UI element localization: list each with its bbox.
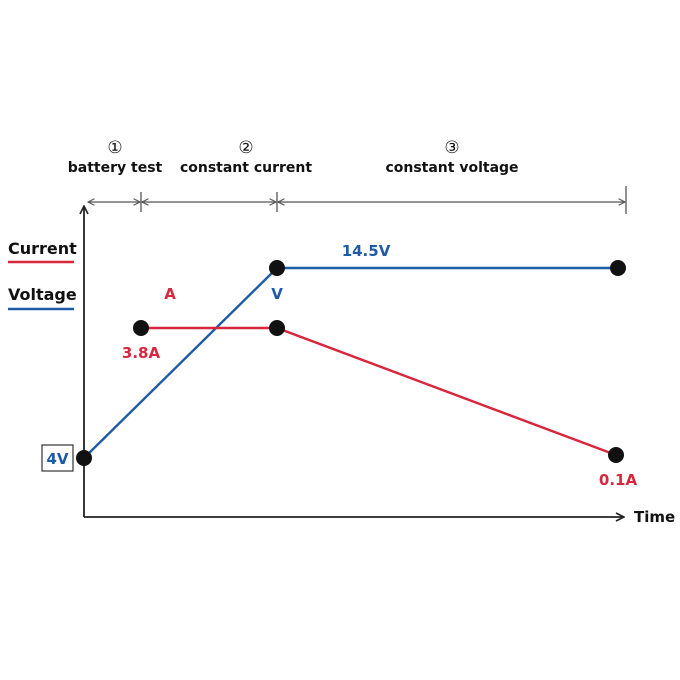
voltage-marker-label: V bbox=[271, 285, 283, 303]
phase-label-battery-test: battery test bbox=[68, 160, 163, 176]
current-start-dot bbox=[133, 320, 149, 336]
voltage-peak-dot bbox=[269, 260, 285, 276]
start-voltage-label: 4V bbox=[46, 450, 68, 468]
voltage-value-label: 14.5V bbox=[342, 242, 391, 260]
phase-number-2: ② bbox=[238, 138, 253, 158]
phase-label-constant-voltage: constant voltage bbox=[385, 160, 518, 176]
phase-spans bbox=[88, 186, 627, 214]
current-value-label: 3.8A bbox=[122, 344, 161, 362]
legend-voltage-label: Voltage bbox=[8, 285, 77, 304]
current-end-dot bbox=[608, 447, 624, 463]
current-curve bbox=[141, 326, 617, 457]
start-voltage-box bbox=[41, 444, 74, 472]
voltage-end-dot bbox=[610, 260, 626, 276]
phase-number-3: ③ bbox=[444, 138, 459, 158]
data-dots bbox=[76, 260, 626, 466]
phase-label-constant-current: constant current bbox=[180, 160, 312, 176]
phase-number-1: ① bbox=[107, 138, 122, 158]
current-marker-label: A bbox=[164, 285, 176, 303]
end-current-label: 0.1A bbox=[599, 471, 638, 489]
legend-current-label: Current bbox=[8, 239, 77, 258]
current-knee-dot bbox=[269, 320, 285, 336]
voltage-start-dot bbox=[76, 450, 92, 466]
x-axis-label: Time bbox=[634, 508, 675, 526]
